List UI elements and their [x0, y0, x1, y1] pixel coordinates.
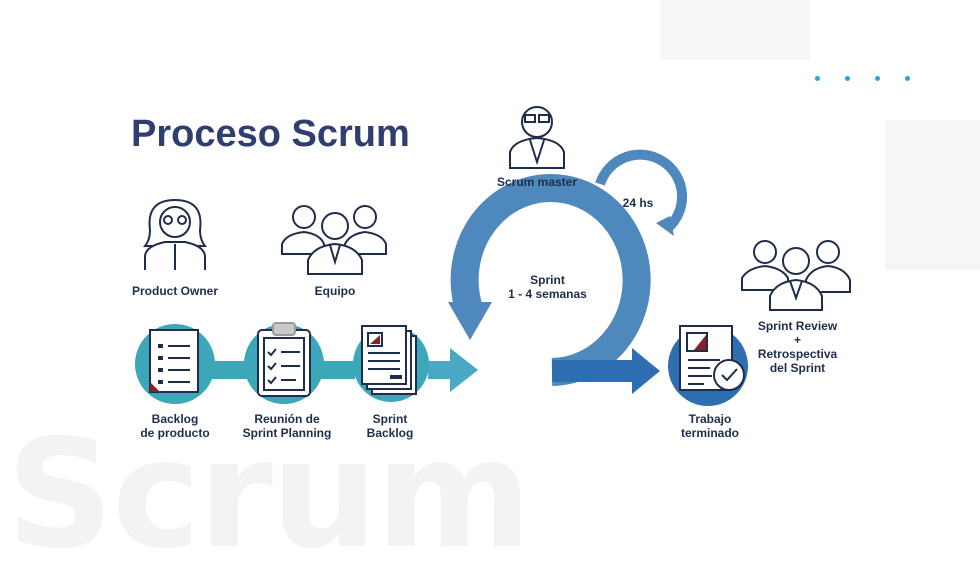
man-icon	[509, 106, 565, 169]
documents-stack-icon	[361, 325, 417, 395]
decorative-dots	[815, 68, 935, 86]
sprint-cycle-arrow	[448, 174, 660, 394]
document-list-icon	[149, 329, 199, 393]
done-document-icon	[679, 325, 745, 391]
clipboard-icon	[257, 322, 311, 397]
planning-label: Reunión de Sprint Planning	[242, 412, 332, 440]
daily-cycle-arrow	[595, 149, 688, 236]
scrum-master-label: Scrum master	[496, 175, 578, 189]
diagram-graphics	[135, 106, 851, 406]
watermark-text: Scrum	[6, 408, 532, 582]
background-shape-top	[660, 0, 810, 60]
review-label: Sprint Review + Retrospectiva del Sprint	[757, 319, 838, 375]
daily-label: 24 hs	[622, 196, 654, 210]
team-label: Equipo	[314, 284, 356, 298]
review-team-icon	[741, 240, 851, 311]
sprint-backlog-label: Sprint Backlog	[366, 412, 414, 440]
team-icon	[281, 205, 387, 275]
sprint-label: Sprint 1 - 4 semanas	[508, 273, 587, 301]
done-label: Trabajo terminado	[680, 412, 739, 440]
connector-bars	[210, 348, 478, 392]
woman-icon	[142, 198, 208, 270]
product-owner-label: Product Owner	[131, 284, 218, 298]
page-title: Proceso Scrum	[131, 113, 410, 155]
backlog-label: Backlog de producto	[140, 412, 210, 440]
background-shape-right	[885, 120, 980, 270]
